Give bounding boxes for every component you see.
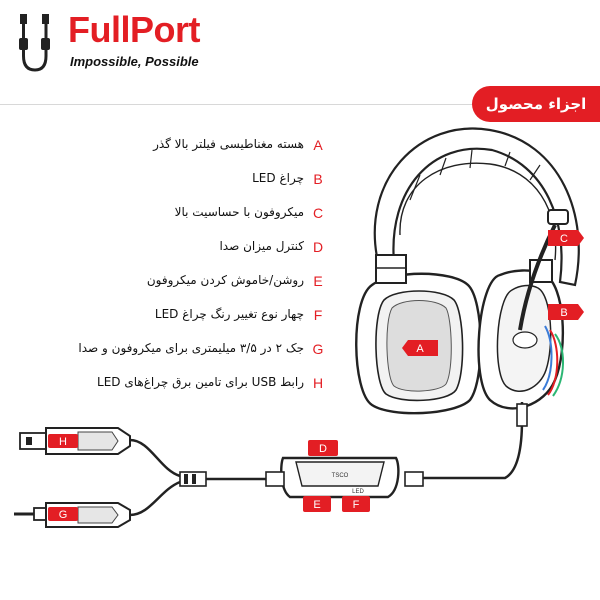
brand-name: FullPort [68, 9, 200, 50]
headset-cable [420, 402, 524, 480]
list-item: E روشن/خاموش کردن میکروفون [60, 271, 326, 305]
svg-text:B: B [560, 307, 567, 319]
svg-text:H: H [59, 436, 67, 448]
part-description: میکروفون با حساسیت بالا [174, 205, 304, 219]
part-description: روشن/خاموش کردن میکروفون [146, 273, 304, 287]
headset-left-cup [355, 254, 482, 415]
part-letter: E [313, 273, 323, 289]
inline-control-box: TSCO LED [265, 456, 424, 499]
part-description: جک ۲ در ۳/۵ میلیمتری برای میکروفون و صدا [78, 341, 304, 355]
part-letter: D [312, 239, 324, 255]
svg-text:G: G [59, 509, 68, 521]
svg-text:C: C [560, 233, 568, 245]
headset-right-cup [477, 259, 564, 410]
part-description: چهار نوع تغییر رنگ چراغ LED [154, 307, 304, 321]
svg-text:D: D [319, 443, 327, 455]
control-brand-text: TSCO [332, 473, 349, 479]
part-description: کنترل میزان صدا [219, 239, 304, 253]
part-description: هسته مغناطیسی فیلتر بالا گذر [153, 137, 304, 151]
badge-e: E [303, 496, 331, 512]
svg-text:A: A [416, 343, 424, 355]
list-item: G جک ۲ در ۳/۵ میلیمتری برای میکروفون و ص… [60, 339, 326, 373]
badge-g: G [48, 507, 78, 521]
part-letter: G [312, 341, 324, 357]
header-divider [0, 104, 600, 105]
part-description: رابط USB برای تامین برق چراغ‌های LED [97, 375, 304, 389]
control-led-text: LED [352, 489, 364, 495]
badge-a: A [402, 340, 438, 356]
badge-h: H [48, 434, 78, 448]
list-item: A هسته مغناطیسی فیلتر بالا گذر [60, 135, 326, 169]
list-item: D کنترل میزان صدا [60, 237, 326, 271]
list-item: B چراغ LED [60, 169, 326, 203]
badge-f: F [342, 496, 370, 512]
brand-logo: FullPort Impossible, Possible [6, 6, 256, 76]
part-description: چراغ LED [252, 171, 304, 185]
part-letter: H [312, 375, 324, 391]
brand-tagline: Impossible, Possible [70, 54, 199, 69]
list-item: C میکروفون با حساسیت بالا [60, 203, 326, 237]
badge-c: C [548, 230, 584, 246]
badge-b: B [548, 304, 584, 320]
svg-text:F: F [353, 499, 360, 511]
part-letter: C [312, 205, 324, 221]
list-item: H رابط USB برای تامین برق چراغ‌های LED [60, 373, 326, 407]
part-letter: A [313, 137, 323, 153]
section-title: اجزاء محصول [472, 86, 600, 122]
part-letter: B [313, 171, 323, 187]
cable-splitter [179, 471, 207, 487]
list-item: F چهار نوع تغییر رنگ چراغ LED [60, 305, 326, 339]
part-letter: F [313, 307, 323, 323]
parts-list: A هسته مغناطیسی فیلتر بالا گذر B چراغ LE… [60, 135, 326, 407]
badge-d: D [308, 440, 338, 456]
usb-cable-icon [19, 14, 50, 72]
svg-text:E: E [313, 499, 320, 511]
